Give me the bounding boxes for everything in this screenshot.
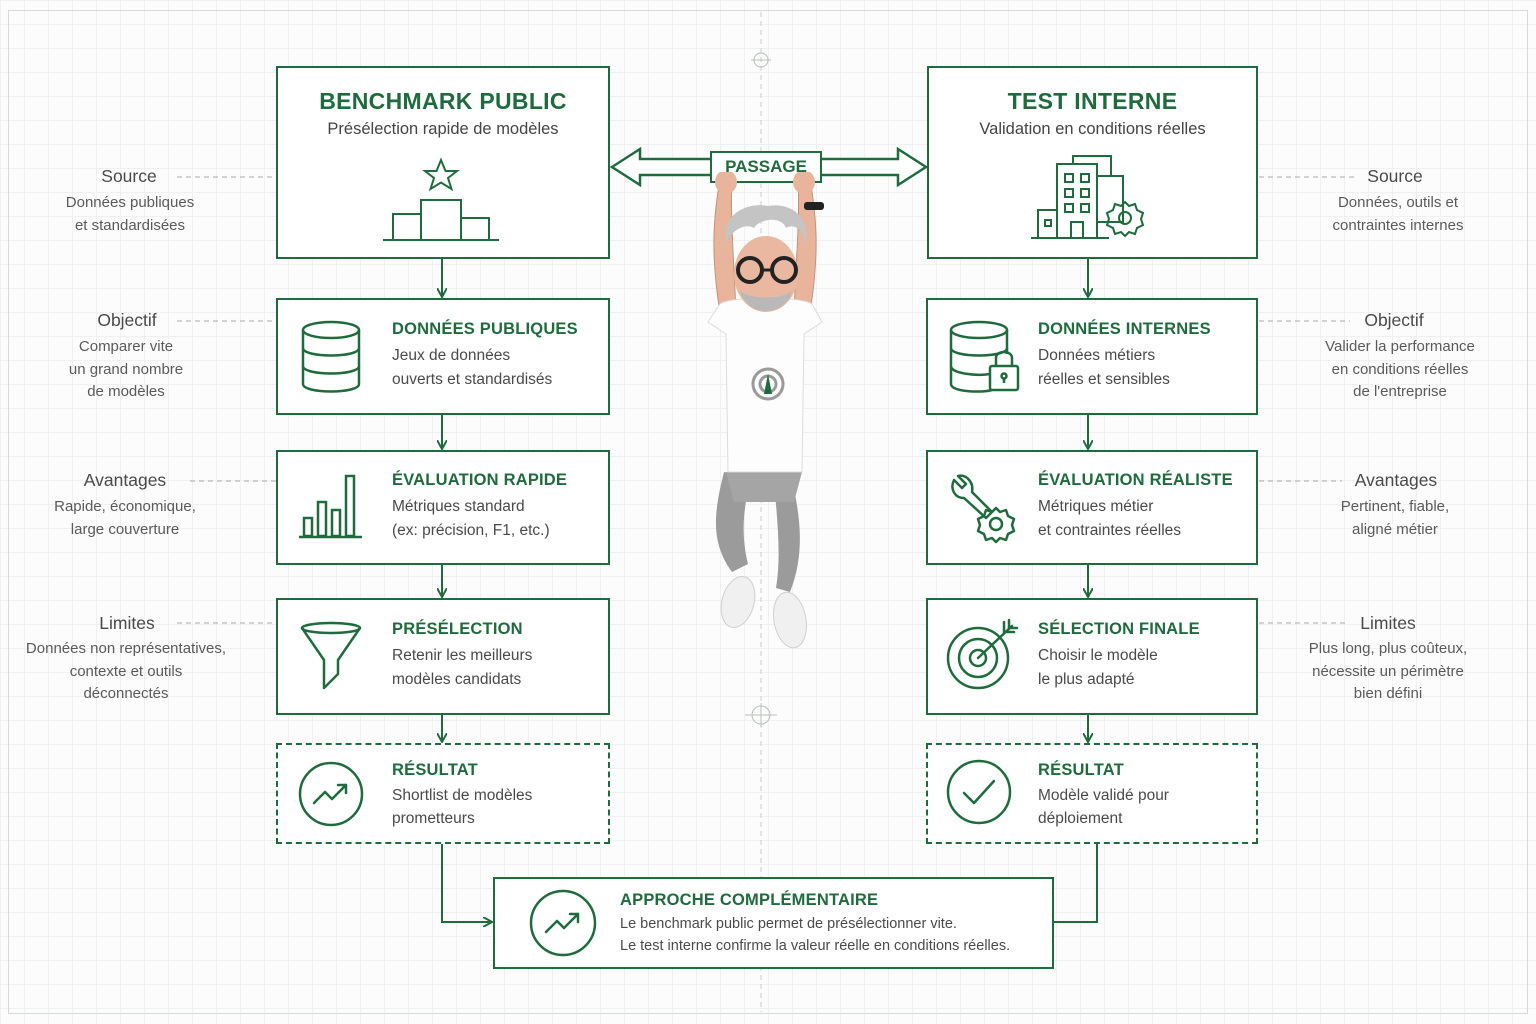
header-benchmark-public: BENCHMARK PUBLIC Présélection rapide de … [276,66,610,259]
note-label-limites-left: Limites [99,613,155,633]
result-line-1: Shortlist de modèles [392,787,533,804]
result-line-1: Modèle validé pour [1038,787,1169,804]
note-line: Pertinent, fiable, [1340,498,1450,515]
step-line-2: modèles candidats [392,671,522,688]
step-line-1: Métriques métier [1038,498,1154,515]
step-title: SÉLECTION FINALE [1038,620,1200,638]
note-text-source-left: Données publiques et standardisées [40,192,220,237]
step-line-1: Jeux de données [392,347,511,364]
step-title: DONNÉES INTERNES [1038,320,1211,338]
note-line: en conditions réelles [1331,360,1469,378]
bar-chart-icon [299,474,362,539]
note-line: de l'entreprise [1353,383,1447,400]
note-line: Comparer vite [78,338,174,355]
database-lock-icon [949,320,1020,393]
check-circle-icon [946,759,1012,825]
complementary-approach: APPROCHE COMPLÉMENTAIRE Le benchmark pub… [493,877,1054,969]
note-line: Données, outils et [1337,194,1459,211]
target-icon [946,618,1019,690]
result-line-2: prometteurs [392,810,475,827]
header-subtitle: Validation en conditions réelles [979,120,1206,138]
note-line: un grand nombre [68,360,184,378]
note-label-source-right: Source [1367,166,1423,186]
note-line: aligné métier [1352,520,1438,538]
header-title: BENCHMARK PUBLIC [319,88,567,114]
step-line-2: réelles et sensibles [1038,371,1170,388]
step-line-1: Retenir les meilleurs [392,647,533,664]
step-title: ÉVALUATION RAPIDE [392,471,568,489]
note-line: déconnectés [83,685,169,702]
note-line: Plus long, plus coûteux, [1308,640,1468,657]
step-line-1: Données métiers [1038,347,1156,364]
note-line: Rapide, économique, [54,498,196,515]
result-right: RÉSULTAT Modèle validé pour déploiement [926,743,1258,844]
note-line: de modèles [87,383,165,400]
funnel-icon [300,621,362,690]
guide-crosshair-bottom [745,703,777,727]
note-label-objectif-right: Objectif [1364,310,1424,330]
header-title: TEST INTERNE [1007,88,1178,114]
arrow-left-to-complementary [441,843,491,922]
note-text-objectif-right: Valider la performance en conditions rée… [1298,336,1502,404]
step-line-2: (ex: précision, F1, etc.) [392,522,550,539]
complementary-line-2: Le test interne confirme la valeur réell… [620,938,1011,954]
hanging-character-illustration [707,172,824,649]
step-line-2: le plus adapté [1038,671,1135,688]
page-frame [8,10,1528,1014]
note-label-source-left: Source [101,166,157,186]
note-text-source-right: Données, outils et contraintes internes [1306,192,1490,237]
note-line: contraintes internes [1332,216,1464,234]
step-donnees-internes: DONNÉES INTERNES Données métiers réelles… [926,298,1258,415]
step-title: ÉVALUATION RÉALISTE [1038,471,1233,489]
note-text-limites-left: Données non représentatives, contexte et… [14,638,238,706]
step-donnees-publiques: DONNÉES PUBLIQUES Jeux de données ouvert… [276,298,610,415]
step-line-1: Choisir le modèle [1038,647,1158,664]
note-line: contexte et outils [69,662,183,680]
result-title: RÉSULTAT [1038,761,1124,779]
step-evaluation-realiste: ÉVALUATION RÉALISTE Métriques métier et … [926,450,1258,565]
step-title: PRÉSÉLECTION [392,620,523,638]
header-subtitle: Présélection rapide de modèles [327,120,559,138]
step-title: DONNÉES PUBLIQUES [392,320,578,338]
note-line: Données non représentatives, [25,640,227,657]
result-left: RÉSULTAT Shortlist de modèles prometteur… [276,743,610,844]
step-line-2: et contraintes réelles [1038,522,1182,539]
line-right-to-complementary [1054,843,1098,923]
trend-up-icon [529,889,597,957]
note-text-limites-right: Plus long, plus coûteux, nécessite un pé… [1288,638,1488,706]
note-line: et standardisées [74,216,186,234]
note-text-avantages-right: Pertinent, fiable, aligné métier [1312,496,1478,541]
step-line-1: Métriques standard [392,498,525,515]
note-line: Données publiques [65,194,195,211]
podium-star-icon [383,157,499,241]
note-line: large couverture [70,520,180,538]
wrench-gear-icon [951,474,1016,544]
step-evaluation-rapide: ÉVALUATION RAPIDE Métriques standard (ex… [276,450,610,565]
result-line-2: déploiement [1038,810,1123,827]
complementary-line-1: Le benchmark public permet de présélecti… [620,916,957,932]
complementary-title: APPROCHE COMPLÉMENTAIRE [620,891,879,909]
database-icon [301,320,361,393]
note-line: nécessite un périmètre [1312,662,1464,680]
note-label-avantages-right: Avantages [1354,470,1438,490]
step-line-2: ouverts et standardisés [392,371,553,388]
result-title: RÉSULTAT [392,761,478,779]
note-text-objectif-left: Comparer vite un grand nombre de modèles [36,336,216,404]
guide-crosshair-top [751,52,771,68]
note-label-avantages-left: Avantages [83,470,167,490]
note-line: bien défini [1353,685,1423,702]
note-label-objectif-left: Objectif [97,310,157,330]
trend-up-icon [298,761,364,827]
step-preselection: PRÉSÉLECTION Retenir les meilleurs modèl… [276,598,610,715]
building-gear-icon [1031,155,1145,239]
step-selection-finale: SÉLECTION FINALE Choisir le modèle le pl… [926,598,1258,715]
note-label-limites-right: Limites [1360,613,1416,633]
note-text-avantages-left: Rapide, économique, large couverture [34,496,216,541]
header-test-interne: TEST INTERNE Validation en conditions ré… [927,66,1258,259]
note-line: Valider la performance [1325,338,1475,355]
